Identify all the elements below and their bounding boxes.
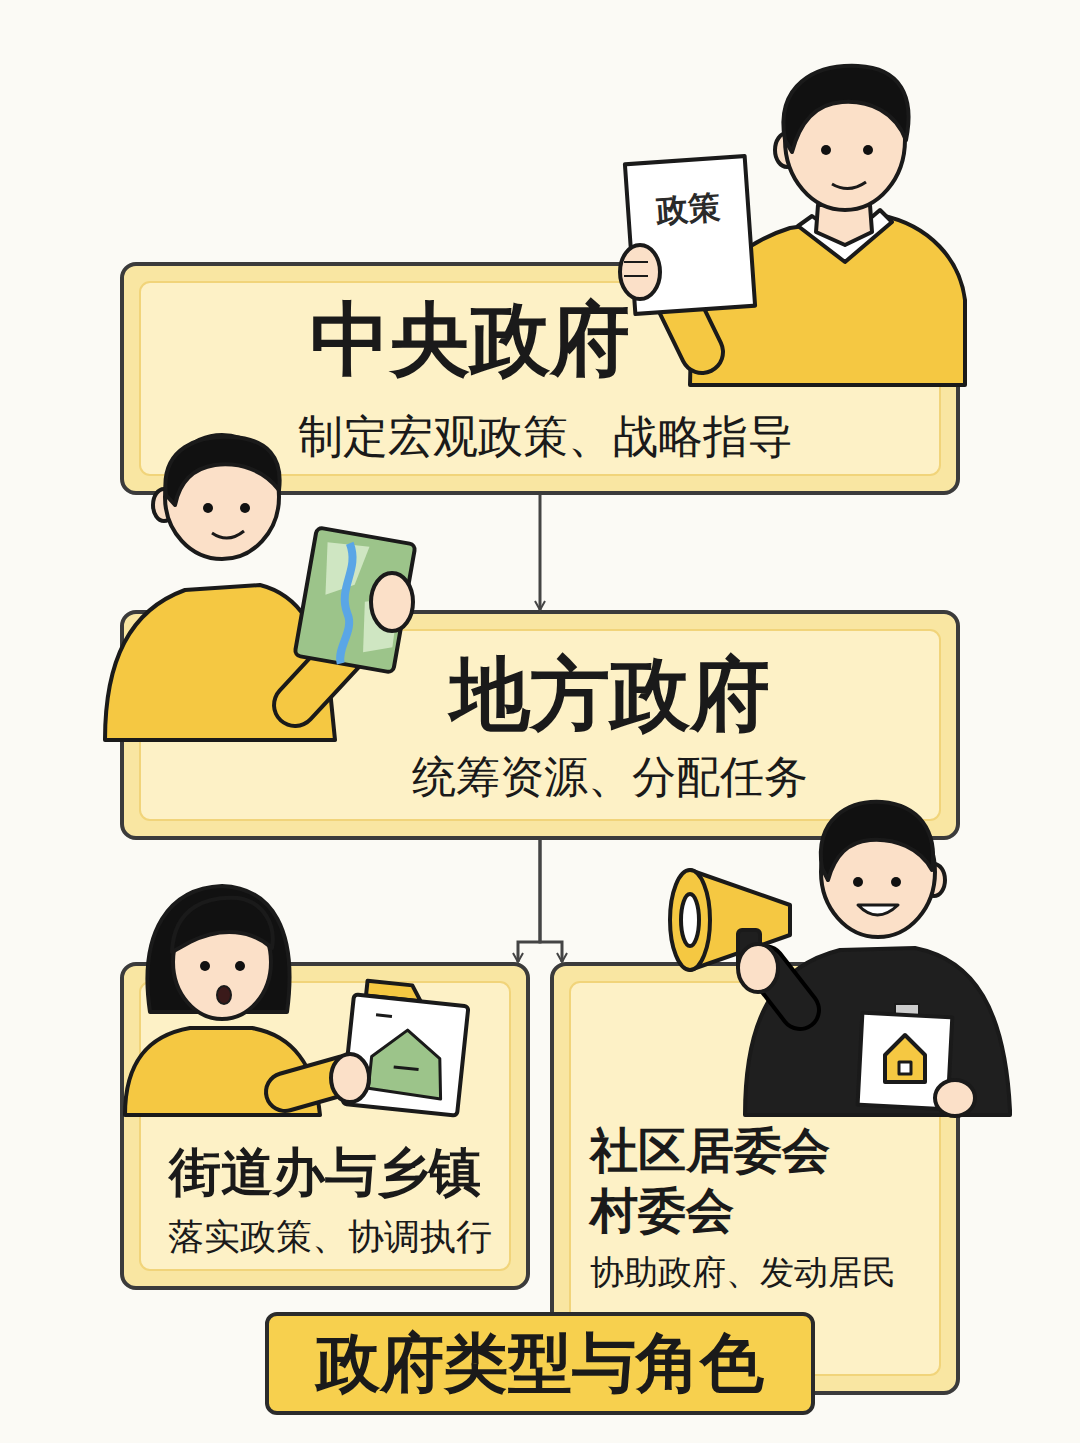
person-policy	[620, 66, 965, 385]
box-description: 统筹资源、分配任务	[412, 750, 808, 804]
person-map	[105, 435, 416, 740]
role-box: 地方政府统筹资源、分配任务	[120, 610, 960, 840]
box-heading: 街道办与乡镇	[169, 1141, 481, 1203]
role-box: 中央政府制定宏观政策、战略指导	[120, 262, 960, 495]
box-heading: 中央政府	[310, 292, 630, 388]
box-heading: 地方政府	[450, 647, 770, 743]
flow-arrow	[539, 495, 542, 610]
box-description: 落实政策、协调执行	[168, 1215, 492, 1259]
role-box: 街道办与乡镇落实政策、协调执行	[120, 962, 530, 1290]
box-inner-panel	[140, 982, 510, 1270]
box-description: 协助政府、发动居民	[590, 1252, 896, 1292]
box-description: 制定宏观政策、战略指导	[298, 410, 793, 464]
box-heading: 社区居委会 村委会	[590, 1120, 840, 1240]
person-megaphone	[670, 802, 1010, 1116]
diagram-title: 政府类型与角色	[265, 1312, 815, 1415]
person-folder	[125, 886, 470, 1116]
paper-label: 政策	[655, 186, 722, 234]
flow-arrow	[540, 840, 562, 962]
flow-arrow	[518, 840, 540, 962]
